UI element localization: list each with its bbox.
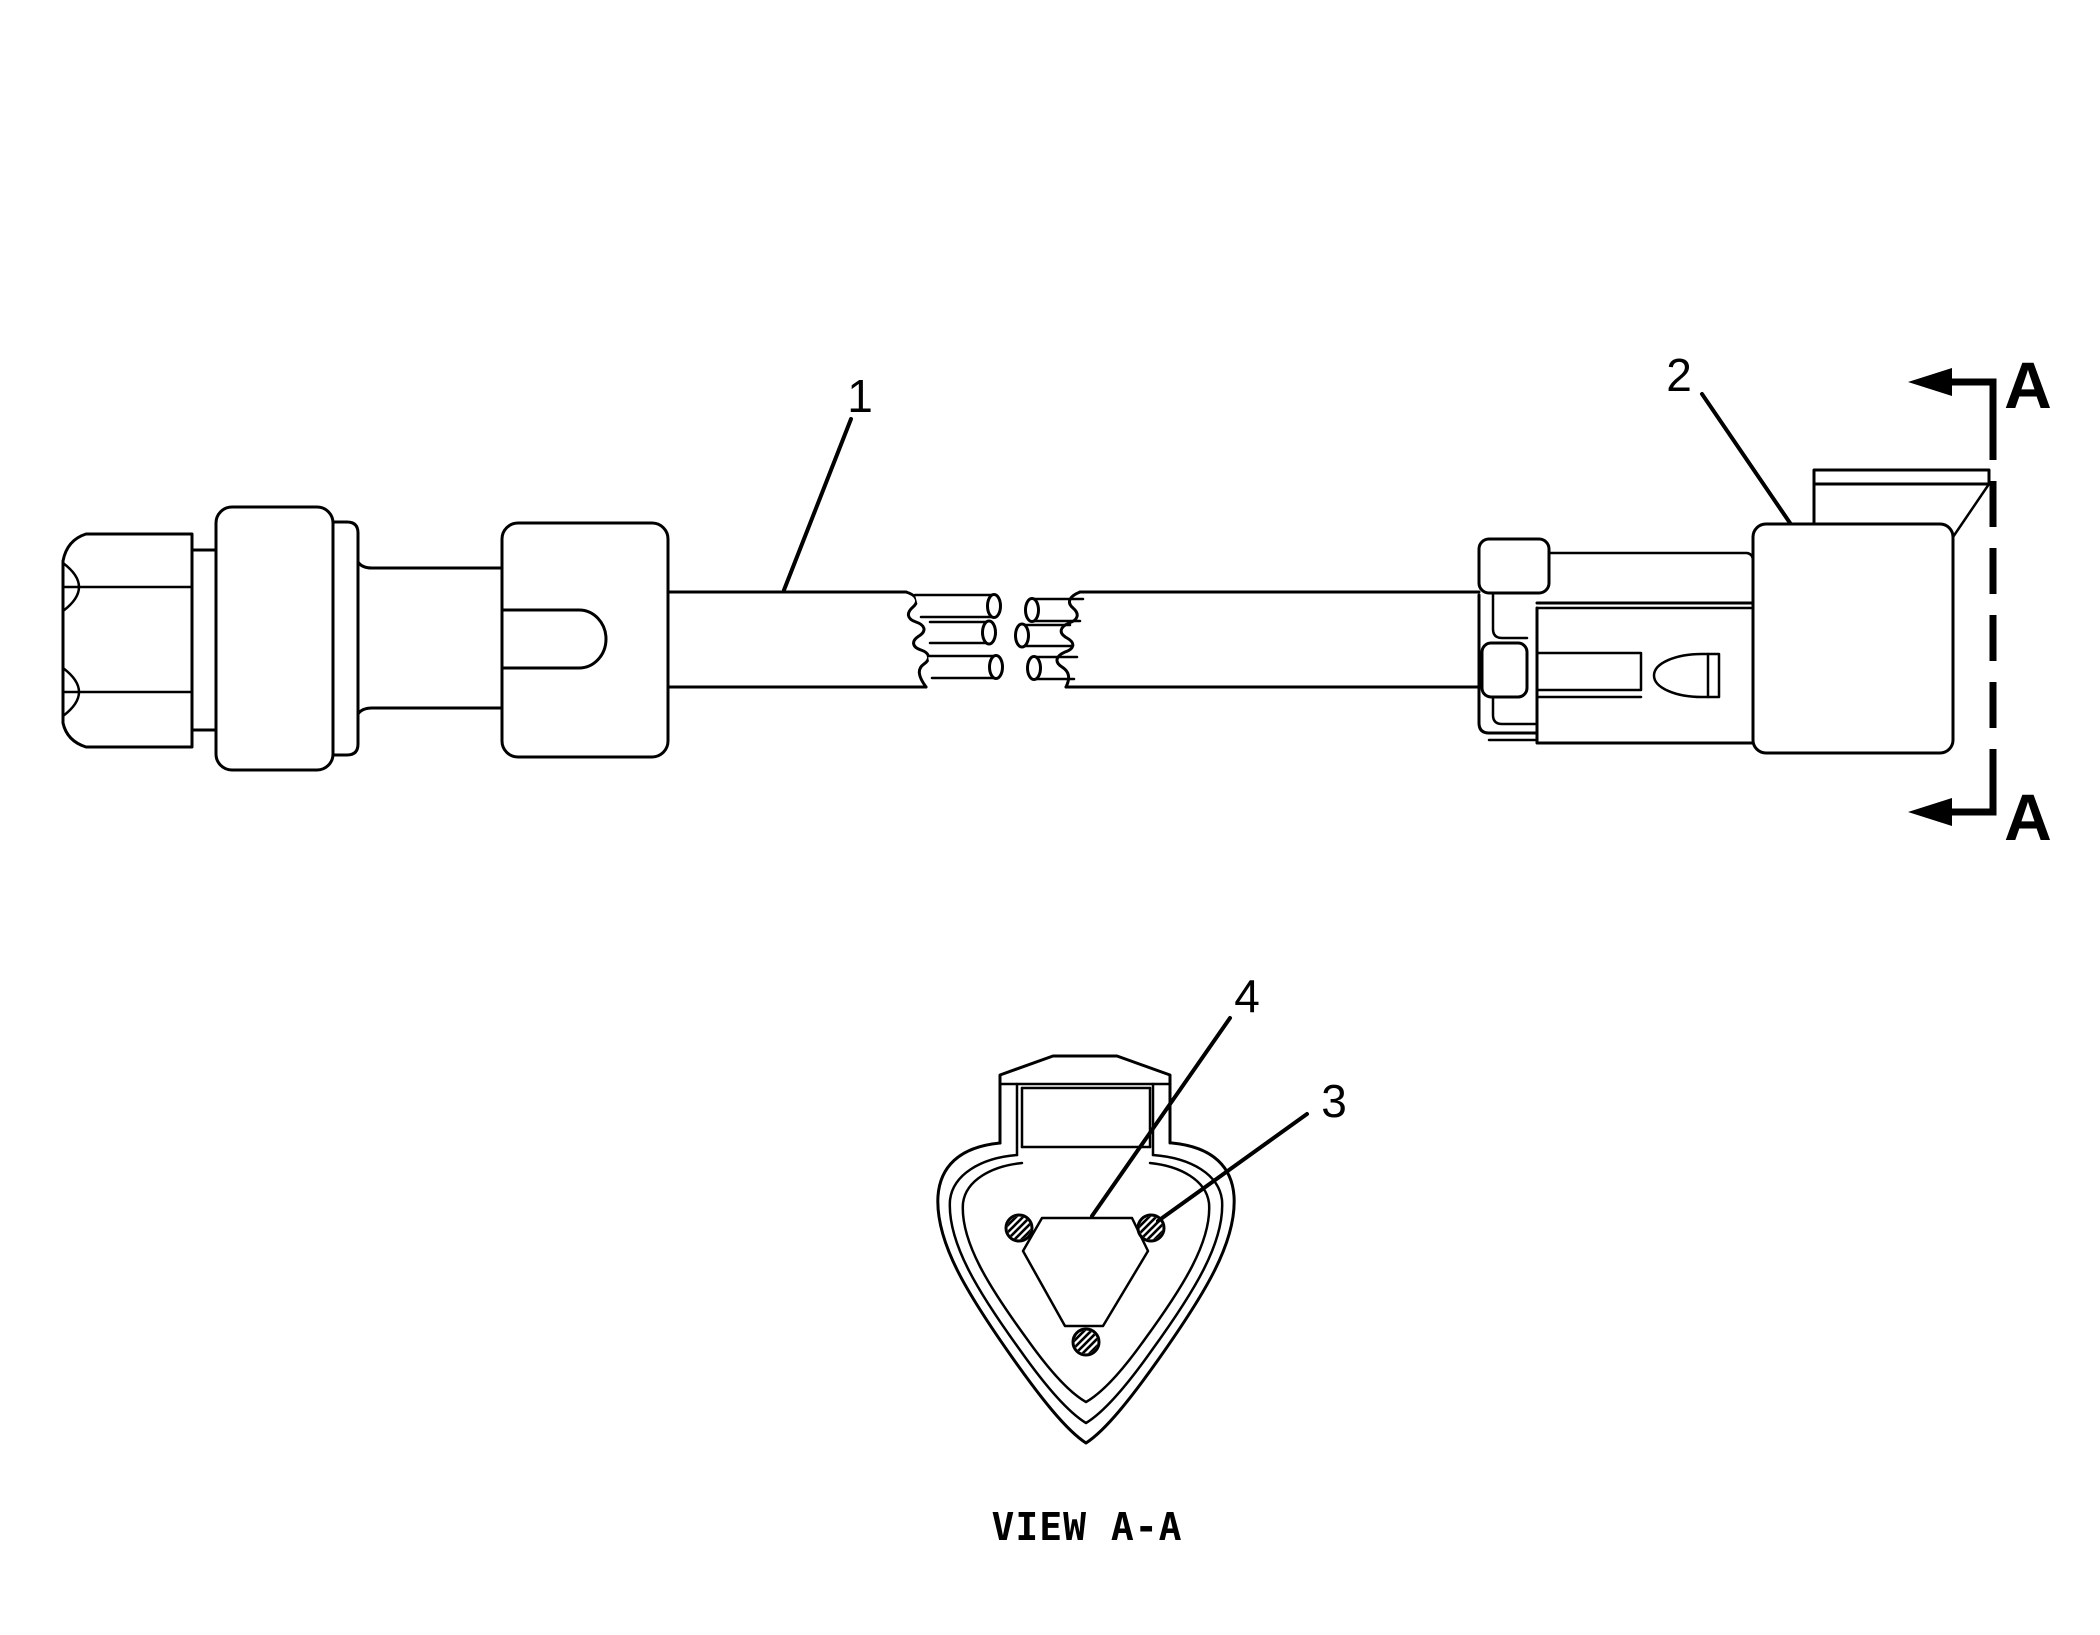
strain-relief [1477,537,1755,742]
section-line-a: A A [1908,348,2052,854]
callout-4-leader [1090,1016,1232,1218]
callout-wedge: 4 [1090,970,1260,1218]
connector-body [1751,522,1955,755]
hex-nut [61,532,194,749]
face-pins [1004,1213,1166,1357]
cable [666,590,1481,689]
connector-shroud [1535,601,1755,745]
section-letter-top: A [2004,348,2052,422]
face-outline-mid [948,1153,1224,1425]
pin-bottom-hatch [1074,1330,1098,1354]
callout-1-label: 1 [847,370,873,422]
face-wedge [1021,1216,1150,1328]
cable-left-wires [913,593,1004,680]
callout-3-leader [1156,1112,1309,1223]
cable-right-wires [1014,597,1085,681]
callout-2-label: 2 [1666,349,1692,401]
section-arrow-top-icon [1908,368,1952,396]
terminal-bullet [1652,652,1721,699]
plug-connector [1477,468,1991,755]
callout-4-label: 4 [1234,970,1260,1022]
callout-pin: 3 [1156,1075,1347,1223]
neck [356,560,504,716]
section-letter-bottom: A [2004,780,2052,854]
collar [214,505,335,772]
face-latch-tab [998,1054,1172,1157]
callout-cable: 1 [782,370,873,592]
cable-right-torn-edge [1055,590,1082,689]
cable-right [1064,590,1481,689]
nut-step [190,548,218,732]
clamp-notch [500,608,608,670]
cable-left [666,590,928,689]
callout-2-leader [1700,392,1792,525]
section-elbow-top [1950,378,1997,414]
face-outline-inner [961,1161,1211,1404]
section-arrow-bottom-icon [1908,798,1952,826]
callout-1-leader [782,417,853,592]
callout-connector: 2 [1666,349,1792,525]
pin-left-hatch [1007,1216,1031,1240]
clamp-body [500,521,670,759]
cable-left-torn-edge [904,590,930,689]
view-a-a-face: 4 3 VIEW A-A [936,970,1347,1549]
sensor-assembly [61,505,670,772]
connector-latch [1812,468,1991,539]
face-outline-outer [936,1141,1236,1445]
section-elbow-bottom [1950,786,1997,816]
view-title: VIEW A-A [991,1505,1182,1549]
callout-3-label: 3 [1321,1075,1347,1127]
locking-ring [331,520,360,757]
